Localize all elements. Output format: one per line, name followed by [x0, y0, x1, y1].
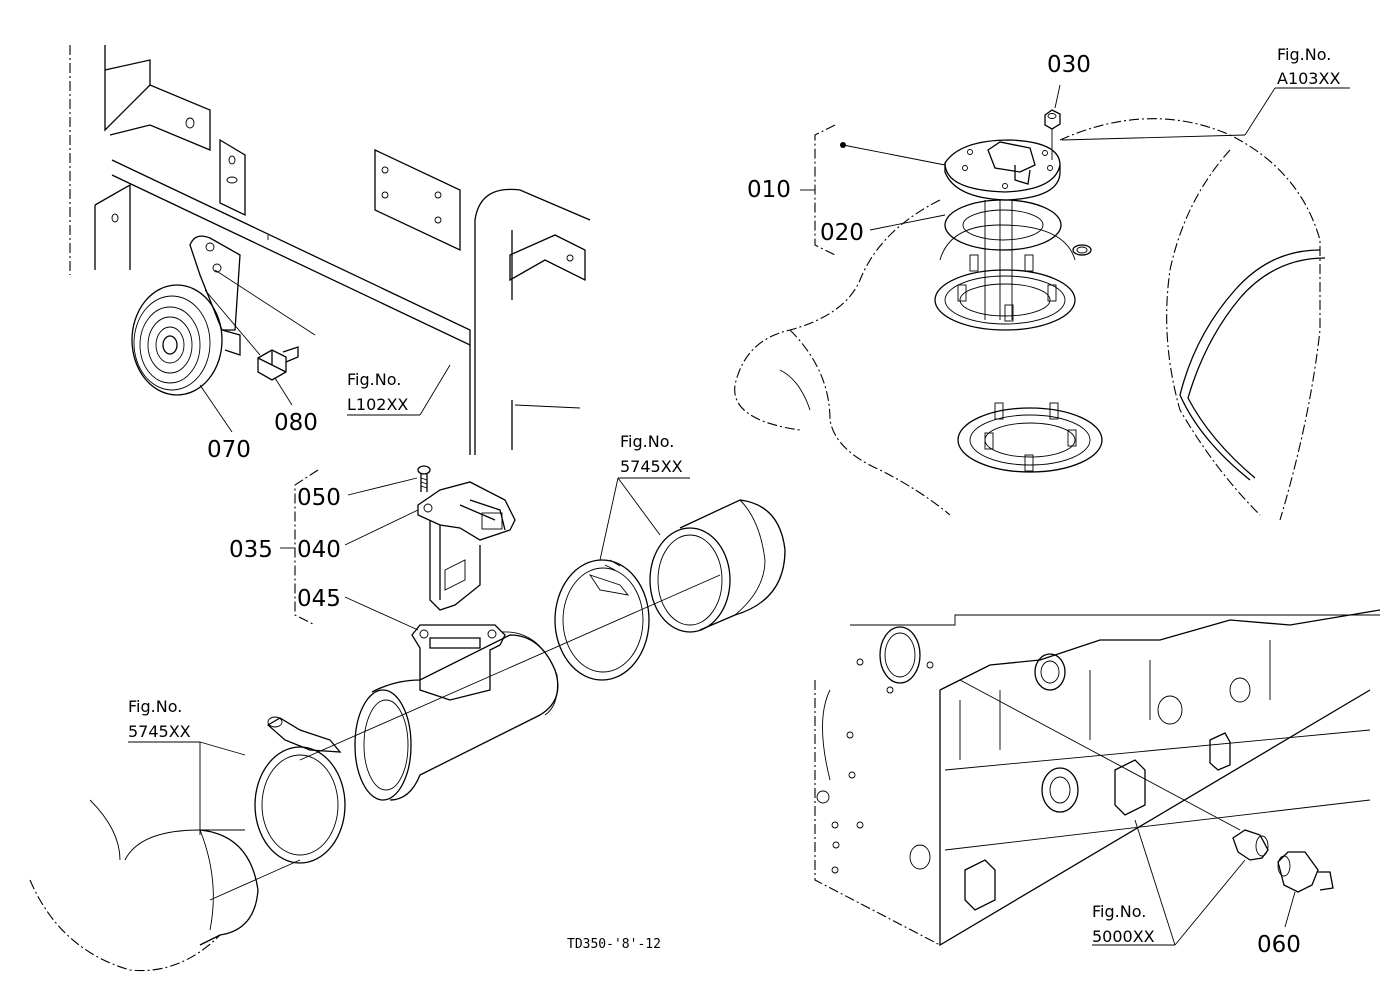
part-label-020: 020: [820, 220, 864, 246]
gasket-020: [944, 199, 1062, 320]
part-label-010: 010: [747, 177, 791, 203]
drawing-code: TD350-'8'-12: [567, 937, 661, 952]
sensor-040: [417, 481, 516, 611]
fig-ref-code-l102: L102XX: [347, 395, 408, 414]
part-label-045: 045: [297, 586, 341, 612]
screw-050: [417, 465, 431, 492]
part-label-040: 040: [297, 537, 341, 563]
part-label-060: 070: [207, 437, 251, 463]
grommet: [1072, 244, 1092, 256]
frame-bracket-assembly: [69, 45, 591, 455]
hose-clamp-left: [254, 716, 346, 864]
fig-ref-prefix-5745-left: Fig.No.: [128, 697, 182, 716]
fig-ref-prefix-l102: Fig.No.: [347, 370, 401, 389]
hose-clamp-right: [554, 559, 650, 681]
bolt-070: [257, 346, 299, 381]
fig-ref-code-5745-left: 5745XX: [128, 722, 191, 741]
pressure-switch-080: [1277, 851, 1334, 928]
part-label-050: 050: [297, 485, 341, 511]
air-duct: [354, 631, 559, 801]
sender-flange-010: [944, 139, 1061, 201]
fuel-tank: [734, 118, 1326, 521]
part-label-035: 035: [229, 537, 273, 563]
part-label-030: 030: [1047, 52, 1091, 78]
fig-ref-prefix-5745-right: Fig.No.: [620, 432, 674, 451]
adapter-fitting: [1232, 829, 1269, 861]
sensor-housing: [411, 624, 506, 701]
part-label-080: 060: [1257, 932, 1301, 958]
fig-ref-code-5000: 5000XX: [1092, 927, 1155, 946]
fig-ref-prefix-a103: Fig.No.: [1277, 45, 1331, 64]
horn: [131, 235, 316, 396]
engine-block: [814, 609, 1380, 947]
fig-ref-prefix-5000: Fig.No.: [1092, 902, 1146, 921]
nut-030: [1044, 84, 1061, 160]
tank-opening-upper: [934, 254, 1076, 331]
intake-pipe: [29, 799, 259, 972]
part-label-070: 080: [274, 410, 318, 436]
fig-ref-code-5745-right: 5745XX: [620, 457, 683, 476]
tank-opening-lower: [957, 402, 1103, 473]
fig-ref-code-a103: A103XX: [1277, 69, 1340, 88]
hose-right: [649, 499, 786, 633]
